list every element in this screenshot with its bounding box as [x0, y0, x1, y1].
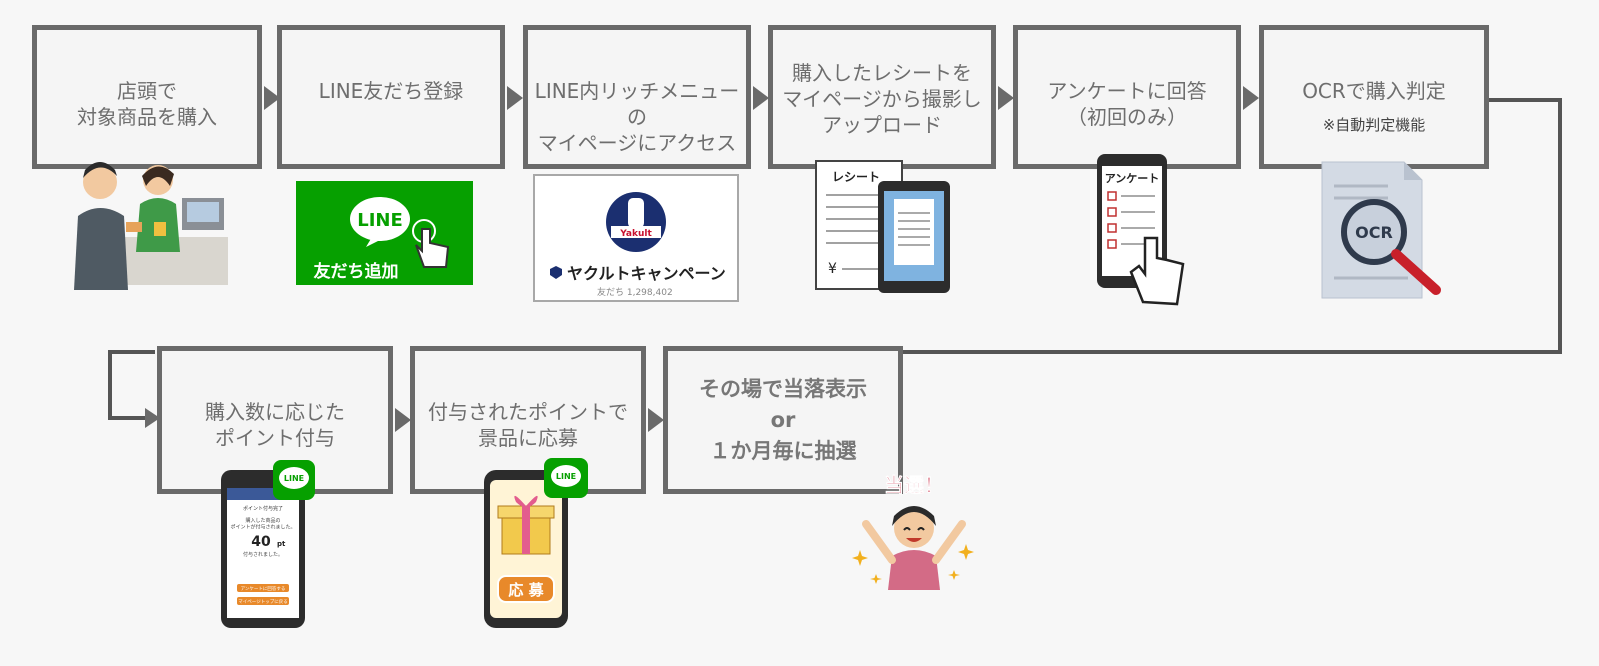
arrow-3-4 [753, 86, 769, 110]
customer-body-icon [74, 208, 128, 290]
step-1-label: 店頭で 対象商品を購入 [77, 79, 217, 129]
survey-phone-illustration: アンケート [1097, 154, 1185, 306]
account-name-text: ヤクルトキャンペーン [567, 264, 726, 283]
step-4-box: 購入したレシートを マイページから撮影し アップロード [768, 25, 996, 169]
pointing-hand-icon [415, 228, 450, 268]
store-purchase-illustration [74, 162, 228, 290]
step-2-label: LINE友だち登録 [318, 79, 464, 103]
arrow-5-6 [1243, 86, 1259, 110]
winner-body-icon [888, 550, 940, 590]
line-badge-text-2: LINE [556, 472, 576, 481]
yakult-account-card: Yakult ヤクルトキャンペーン 友だち 1,298,402 [533, 174, 739, 302]
arrow-1-2 [264, 86, 280, 110]
step-1-box: 店頭で 対象商品を購入 [32, 25, 262, 169]
winner-illustration: 当選！ [852, 473, 974, 590]
winner-face-icon [894, 508, 934, 548]
survey-title-text: アンケート [1105, 172, 1160, 185]
sparkle-icon [958, 544, 974, 560]
points-button-1[interactable]: アンケートに回答する [241, 585, 286, 592]
survey-checkbox-icon [1107, 191, 1117, 201]
step-8-label: 付与されたポイントで 景品に応募 [428, 400, 628, 450]
line-add-logo-text: LINE [357, 210, 403, 231]
points-message-text: 購入した商品のポイントが付与されました。 [230, 517, 295, 530]
arrow-2-3 [507, 86, 523, 110]
points-sub-text: 付与されました。 [243, 551, 283, 558]
arrow-8-9 [648, 408, 664, 432]
receipt-upload-illustration: レシート ¥ [815, 160, 950, 293]
magnifier-icon [1341, 199, 1407, 265]
step-6-label: OCRで購入判定 [1302, 79, 1446, 103]
step-9-box: その場で当落表示 or １か月毎に抽選 [663, 346, 903, 494]
step-2-box: LINE友だち登録 [277, 25, 505, 169]
connector-row2-arrowhead [145, 408, 160, 428]
yakult-brand-text: Yakult [619, 229, 652, 239]
arrow-7-8 [395, 408, 411, 432]
survey-hand-icon [1129, 236, 1185, 306]
connector-row2-entry [108, 350, 155, 420]
sparkle-icon [852, 550, 868, 566]
ocr-document-illustration: OCR [1321, 161, 1441, 299]
step-7-label: 購入数に応じた ポイント付与 [205, 400, 345, 450]
receipt-yen-text: ¥ [828, 261, 837, 277]
customer-head-icon [83, 165, 117, 199]
line-badge-text-1: LINE [284, 474, 304, 483]
step-3-box: LINE内リッチメニューの マイページにアクセス [523, 25, 751, 169]
step-6-note: ※自動判定機能 [1322, 116, 1426, 134]
points-unit-text: pt [277, 540, 286, 548]
step-5-box: アンケートに回答 （初回のみ） [1013, 25, 1241, 169]
account-friends-text: 友だち 1,298,402 [597, 286, 673, 298]
yakult-account-graphic: Yakult ヤクルトキャンペーン 友だち 1,298,402 [550, 192, 726, 298]
step-5-label: アンケートに回答 （初回のみ） [1047, 79, 1207, 129]
step-3-label: LINE内リッチメニューの マイページにアクセス [534, 79, 740, 155]
apply-button[interactable] [497, 575, 555, 603]
verified-shield-icon [550, 266, 562, 279]
points-button-2[interactable]: マイページトップに戻る [238, 598, 287, 605]
step-6-box: OCRで購入判定 ※自動判定機能 [1259, 25, 1489, 169]
line-bubble-icon [350, 197, 410, 241]
points-header-text: ポイント付与完了 [243, 505, 283, 512]
apply-phone-illustration: 応 募 LINE [484, 458, 588, 628]
win-label-text: 当選！ [884, 473, 944, 497]
receipt-title-text: レシート [832, 170, 880, 184]
line-add-friend-graphic: LINE 友だち追加 [314, 197, 450, 282]
line-add-friend-banner: LINE 友だち追加 [296, 181, 473, 285]
arrow-4-5 [998, 86, 1014, 110]
line-add-label: 友だち追加 [314, 261, 399, 282]
points-value-text: 40 [251, 534, 271, 550]
step-9-label: その場で当落表示 or １か月毎に抽選 [699, 376, 867, 463]
step-8-box: 付与されたポイントで 景品に応募 [410, 346, 646, 494]
connector-row1-to-row2 [903, 98, 1562, 354]
apply-label-text: 応 募 [508, 581, 544, 599]
step-4-label: 購入したレシートを マイページから撮影し アップロード [782, 61, 982, 137]
points-phone-illustration: ポイント付与完了 購入した商品のポイントが付与されました。 40 pt 付与され… [221, 460, 315, 628]
ocr-label-text: OCR [1355, 223, 1393, 242]
